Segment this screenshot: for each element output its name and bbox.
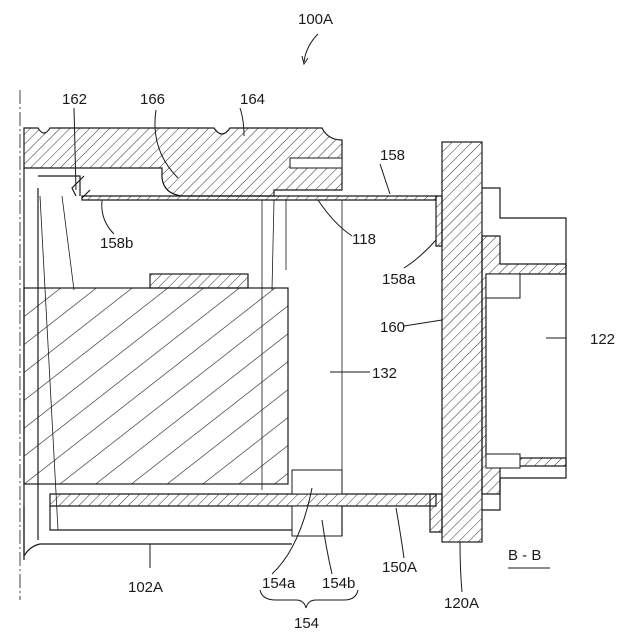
label-102A: 102A [128, 579, 163, 596]
base-150A [50, 494, 436, 506]
core-top-pad [150, 274, 248, 288]
label-164: 164 [240, 91, 265, 108]
label-166: 166 [140, 91, 165, 108]
label-162: 162 [62, 91, 87, 108]
label-158a: 158a [382, 271, 416, 288]
connector-stub-bottom [486, 454, 520, 468]
label-120A: 120A [444, 595, 479, 612]
clip-162 [72, 176, 90, 198]
label-118: 118 [352, 231, 376, 248]
plate-120A [442, 142, 482, 542]
label-154b: 154b [322, 575, 355, 592]
label-100A: 100A [298, 11, 333, 28]
section-label: B - B [508, 547, 541, 564]
label-158b: 158b [100, 235, 133, 252]
label-154a: 154a [262, 575, 296, 592]
shield-158a-flange [436, 196, 442, 246]
block-154a [292, 470, 342, 494]
connector-stub-top [486, 274, 520, 298]
label-150A: 150A [382, 559, 417, 576]
shield-158 [82, 196, 436, 200]
label-132: 132 [372, 365, 397, 382]
core-block [24, 288, 288, 484]
label-154: 154 [294, 615, 319, 632]
housing-slot [290, 158, 342, 168]
label-158: 158 [380, 147, 405, 164]
label-160: 160 [380, 319, 405, 336]
base-150A-step [430, 494, 442, 532]
label-122: 122 [590, 331, 615, 348]
